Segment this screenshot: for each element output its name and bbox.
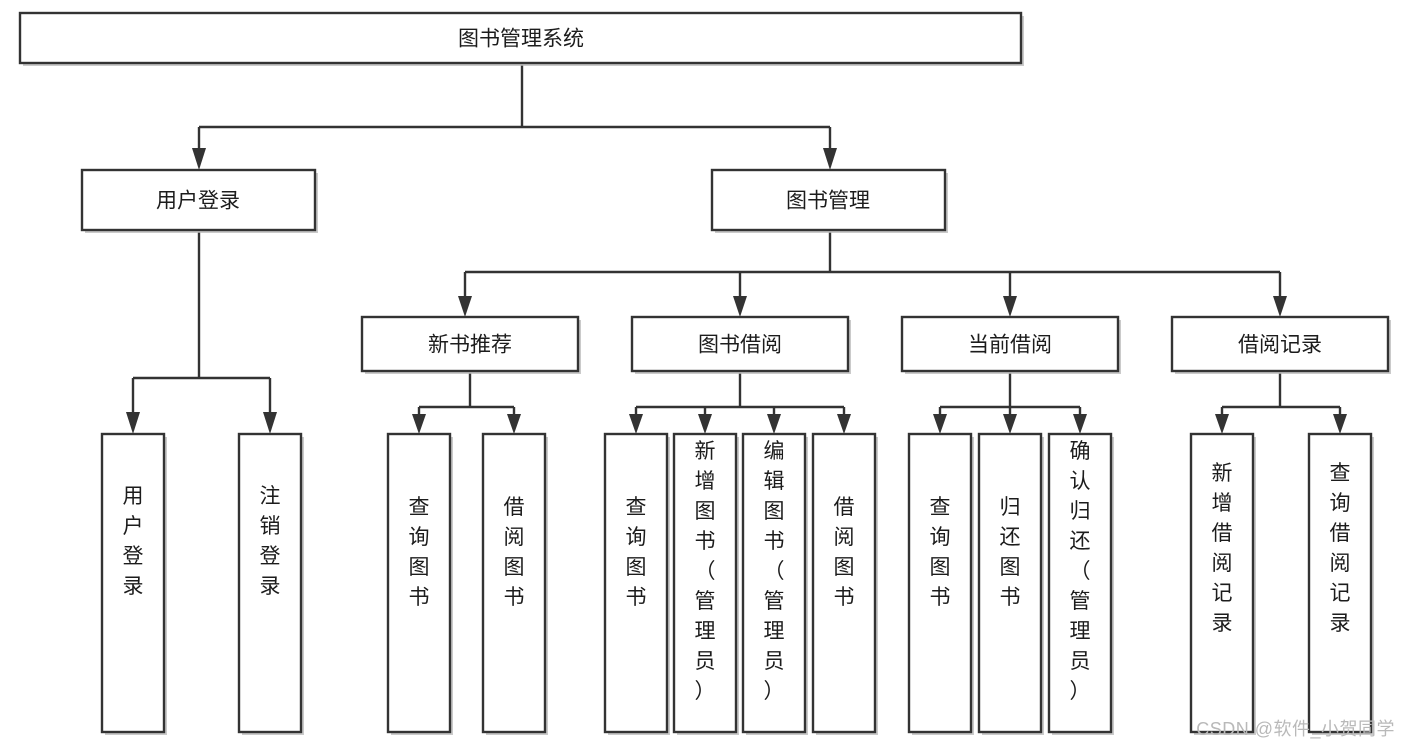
leaf-borrow-2-box bbox=[741, 432, 807, 734]
node-book-management-label: 图书管理 bbox=[786, 190, 870, 213]
arrow-borrow-icon bbox=[733, 296, 747, 317]
node-book-management-box bbox=[710, 168, 947, 232]
leaf-new-books-0-box bbox=[386, 432, 452, 734]
leaf-current-1-box bbox=[977, 432, 1043, 734]
leaf-user-login-0[interactable]: 用户登录 bbox=[100, 432, 167, 735]
arrow-new-books-icon bbox=[458, 296, 472, 317]
leaf-user-login-0-label: 用户登录 bbox=[123, 485, 144, 598]
leaf-borrow-3-label: 借阅图书 bbox=[834, 496, 855, 609]
node-book-borrow-label: 图书借阅 bbox=[698, 334, 782, 357]
leaf-current-2[interactable]: 确认归还（管理员） bbox=[1047, 432, 1114, 735]
leaf-records-0-box bbox=[1189, 432, 1255, 734]
leaf-records-1[interactable]: 查询借阅记录 bbox=[1307, 432, 1374, 735]
node-current-borrow[interactable]: 当前借阅 bbox=[900, 315, 1121, 374]
arrow-root-to-user-login-icon bbox=[192, 148, 206, 170]
leaf-user-login-1[interactable]: 注销登录 bbox=[237, 432, 304, 735]
node-new-book-recommend[interactable]: 新书推荐 bbox=[360, 315, 581, 374]
node-current-borrow-label: 当前借阅 bbox=[968, 334, 1052, 357]
leaf-records-1-label: 查询借阅记录 bbox=[1330, 462, 1351, 635]
arrow-borrow-leaf-2-icon bbox=[767, 414, 781, 434]
leaf-records-0-label: 新增借阅记录 bbox=[1212, 462, 1233, 635]
leaf-borrow-0-box bbox=[603, 432, 669, 734]
arrow-borrow-leaf-1-icon bbox=[698, 414, 712, 434]
leaf-current-1-label: 归还图书 bbox=[1000, 496, 1021, 609]
leaf-borrow-2-label: 编辑图书（管理员） bbox=[764, 440, 785, 703]
node-root[interactable]: 图书管理系统 bbox=[18, 11, 1024, 66]
node-book-borrow-box bbox=[630, 315, 850, 373]
node-current-borrow-box bbox=[900, 315, 1120, 373]
arrow-records-leaf-0-icon bbox=[1215, 414, 1229, 434]
arrow-current-icon bbox=[1003, 296, 1017, 317]
leaf-new-books-1-label: 借阅图书 bbox=[504, 496, 525, 609]
node-user-login[interactable]: 用户登录 bbox=[80, 168, 318, 233]
leaf-new-books-0[interactable]: 查询图书 bbox=[386, 432, 453, 735]
leaf-borrow-2[interactable]: 编辑图书（管理员） bbox=[741, 432, 808, 735]
node-new-book-recommend-box bbox=[360, 315, 580, 373]
connector-layer bbox=[126, 65, 1347, 434]
leaf-new-books-1[interactable]: 借阅图书 bbox=[481, 432, 548, 735]
arrow-root-to-book-mgmt-icon bbox=[823, 148, 837, 170]
node-root-label: 图书管理系统 bbox=[458, 28, 584, 51]
arrow-records-icon bbox=[1273, 296, 1287, 317]
leaf-borrow-1-label: 新增图书（管理员） bbox=[695, 440, 716, 703]
arrow-borrow-leaf-3-icon bbox=[837, 414, 851, 434]
arrow-new-books-leaf-1-icon bbox=[507, 414, 521, 434]
leaf-new-books-1-box bbox=[481, 432, 547, 734]
arrow-current-leaf-2-icon bbox=[1073, 414, 1087, 434]
leaf-user-login-0-box bbox=[100, 432, 166, 734]
leaf-records-1-box bbox=[1307, 432, 1373, 734]
leaf-borrow-0[interactable]: 查询图书 bbox=[603, 432, 670, 735]
leaf-current-0[interactable]: 查询图书 bbox=[907, 432, 974, 735]
leaf-current-1[interactable]: 归还图书 bbox=[977, 432, 1044, 735]
node-book-management[interactable]: 图书管理 bbox=[710, 168, 948, 233]
leaf-borrow-3[interactable]: 借阅图书 bbox=[811, 432, 878, 735]
leaf-current-0-label: 查询图书 bbox=[930, 496, 951, 609]
leaf-current-2-label: 确认归还（管理员） bbox=[1070, 440, 1091, 703]
leaf-current-2-box bbox=[1047, 432, 1113, 734]
leaf-borrow-3-box bbox=[811, 432, 877, 734]
leaf-current-0-box bbox=[907, 432, 973, 734]
node-root-box bbox=[18, 11, 1023, 65]
arrow-current-leaf-1-icon bbox=[1003, 414, 1017, 434]
leaf-new-books-0-label: 查询图书 bbox=[409, 496, 430, 609]
node-new-book-recommend-label: 新书推荐 bbox=[428, 334, 512, 357]
leaf-user-login-1-label: 注销登录 bbox=[260, 485, 281, 598]
node-book-borrow[interactable]: 图书借阅 bbox=[630, 315, 851, 374]
leaf-borrow-1-box bbox=[672, 432, 738, 734]
arrow-user-login-leaf-1-icon bbox=[263, 412, 277, 434]
node-user-login-label: 用户登录 bbox=[156, 190, 240, 213]
csdn-watermark: CSDN @软件_小贺同学 bbox=[1196, 719, 1395, 739]
arrow-current-leaf-0-icon bbox=[933, 414, 947, 434]
leaf-borrow-0-label: 查询图书 bbox=[626, 496, 647, 609]
arrow-records-leaf-1-icon bbox=[1333, 414, 1347, 434]
node-borrow-records[interactable]: 借阅记录 bbox=[1170, 315, 1391, 374]
leaf-user-login-1-box bbox=[237, 432, 303, 734]
node-user-login-box bbox=[80, 168, 317, 232]
arrow-new-books-leaf-0-icon bbox=[412, 414, 426, 434]
leaf-borrow-1[interactable]: 新增图书（管理员） bbox=[672, 432, 739, 735]
node-borrow-records-box bbox=[1170, 315, 1390, 373]
arrow-user-login-leaf-0-icon bbox=[126, 412, 140, 434]
node-borrow-records-label: 借阅记录 bbox=[1238, 334, 1322, 357]
arrow-borrow-leaf-0-icon bbox=[629, 414, 643, 434]
leaf-records-0[interactable]: 新增借阅记录 bbox=[1189, 432, 1256, 735]
